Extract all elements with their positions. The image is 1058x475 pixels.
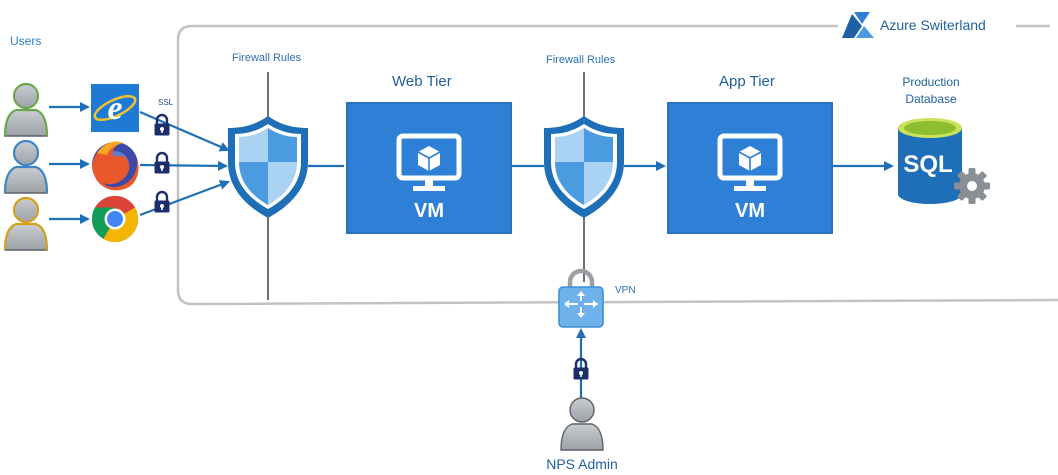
arrow-chrome-firewall bbox=[139, 180, 230, 217]
azure-boundary-frame bbox=[176, 40, 1058, 306]
firewall-rules-right-label: Firewall Rules bbox=[546, 54, 616, 66]
vpn-label: VPN bbox=[615, 285, 636, 296]
shield-icon bbox=[544, 116, 624, 218]
svg-text:SQL: SQL bbox=[903, 151, 952, 178]
database-title: Production Database bbox=[896, 74, 966, 108]
person-icon bbox=[560, 397, 604, 451]
gear-icon bbox=[954, 168, 990, 204]
arrow-firefox-firewall bbox=[139, 160, 228, 171]
chrome-icon bbox=[91, 195, 139, 242]
app-tier-vm: VM bbox=[667, 102, 833, 234]
vm-label: VM bbox=[414, 200, 444, 222]
azure-logo-icon bbox=[842, 12, 874, 38]
person-icon bbox=[3, 196, 49, 251]
lock-icon bbox=[153, 190, 171, 214]
database-title-line1: Production bbox=[902, 75, 960, 89]
shield-icon bbox=[228, 116, 308, 218]
app-tier-title: App Tier bbox=[719, 73, 775, 90]
person-icon bbox=[3, 139, 49, 194]
users-label: Users bbox=[10, 34, 42, 48]
vpn-gateway-icon bbox=[558, 268, 604, 328]
lock-icon bbox=[153, 113, 171, 137]
azure-boundary-top bbox=[176, 24, 838, 41]
web-tier-title: Web Tier bbox=[392, 73, 452, 90]
arrow-ie-firewall bbox=[139, 110, 230, 152]
database-title-line2: Database bbox=[905, 92, 957, 106]
person-icon bbox=[3, 82, 49, 137]
web-tier-vm: VM bbox=[346, 102, 512, 234]
ssl-label: SSL bbox=[158, 98, 174, 107]
firefox-icon bbox=[92, 141, 139, 191]
sql-database-icon: SQL bbox=[898, 118, 962, 204]
internet-explorer-icon: e bbox=[91, 84, 139, 132]
nps-admin-label: NPS Admin bbox=[546, 456, 618, 472]
vm-label: VM bbox=[735, 200, 765, 222]
azure-region-label: Azure Switerland bbox=[874, 17, 992, 33]
svg-text:e: e bbox=[107, 90, 122, 127]
lock-icon bbox=[153, 151, 171, 175]
firewall-rules-left-label: Firewall Rules bbox=[232, 52, 302, 64]
